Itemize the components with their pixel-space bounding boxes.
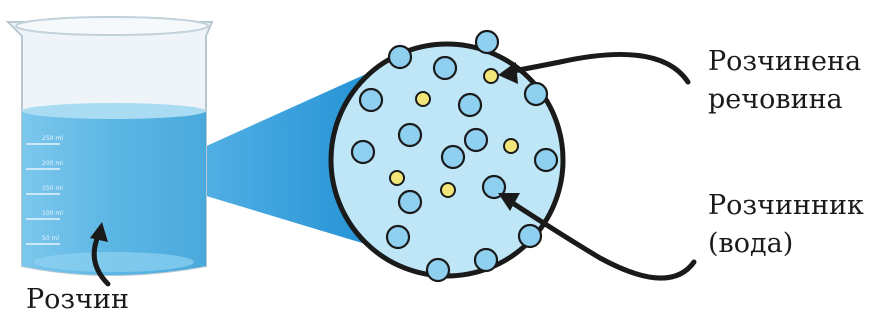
solute-particle (504, 139, 518, 153)
beaker-mark-200: 200 ml (42, 160, 63, 167)
solvent-particle (465, 129, 487, 151)
solvent-particle (459, 94, 481, 116)
solvent-particle (360, 89, 382, 111)
solvent-particle (434, 57, 456, 79)
solvent-particle (476, 31, 498, 53)
solvent-label-line1: Розчинник (708, 188, 864, 224)
solvent-label-line2: (вода) (708, 226, 793, 262)
solute-label-line2: речовина (708, 82, 843, 118)
beaker-mark-50: 50 ml (42, 235, 59, 242)
solute-label-line1: Розчинена (708, 44, 861, 80)
solvent-particle (535, 149, 557, 171)
beaker: 250 ml 200 ml 150 ml 100 ml 50 ml (8, 17, 212, 275)
solute-particle (416, 92, 430, 106)
solution-label: Розчин (26, 282, 129, 318)
beaker-bottom-shine (34, 252, 194, 272)
beaker-mark-100: 100 ml (42, 210, 63, 217)
solvent-particle (399, 124, 421, 146)
beaker-rim (16, 17, 208, 35)
solvent-particle (442, 146, 464, 168)
solvent-particle (475, 249, 497, 271)
solvent-particle (387, 226, 409, 248)
solvent-particle (427, 259, 449, 281)
solvent-particle (525, 83, 547, 105)
beaker-mark-250: 250 ml (42, 135, 63, 142)
solvent-particle (389, 46, 411, 68)
solute-particle (390, 171, 404, 185)
solute-particle (484, 69, 498, 83)
solvent-particle (399, 191, 421, 213)
solute-particle (441, 183, 455, 197)
beaker-mark-150: 150 ml (42, 185, 63, 192)
solvent-particle (352, 141, 374, 163)
water-surface (22, 103, 206, 119)
solvent-particle (519, 225, 541, 247)
